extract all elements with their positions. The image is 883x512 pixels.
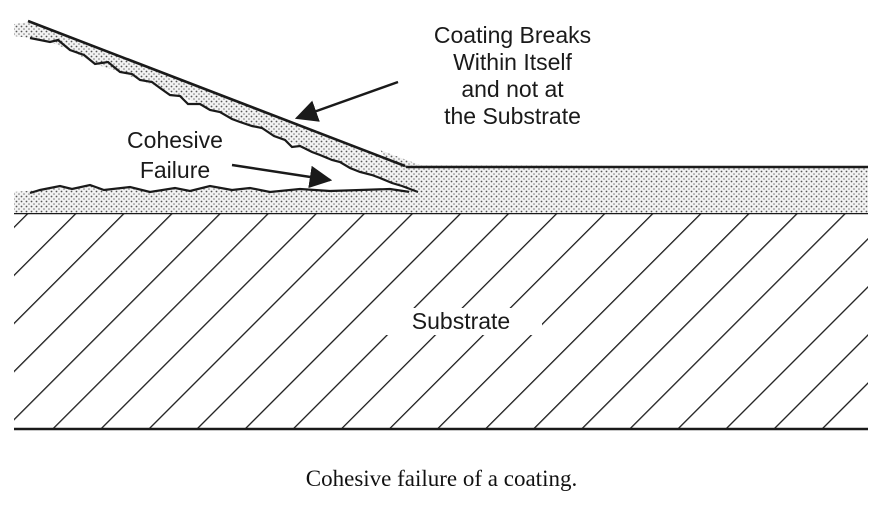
label-substrate: Substrate <box>380 308 542 335</box>
coating-peeled-fracture-edge <box>29 36 419 194</box>
label-cohesive-failure: Cohesive Failure <box>100 125 250 185</box>
coating-peeled-flap <box>14 22 418 192</box>
coating-residual-fracture-edge <box>29 183 411 195</box>
label-coating-breaks-line-1: Coating Breaks <box>433 22 592 48</box>
coating-residual-layer <box>14 185 430 213</box>
coating-intact-layer <box>380 150 868 213</box>
label-coating-breaks-line-4: the Substrate <box>444 103 581 129</box>
label-coating-breaks-line-2: Within Itself <box>453 49 572 75</box>
label-cohesive-failure-line-1: Cohesive <box>127 127 223 153</box>
arrow-cohesive-failure <box>231 163 333 189</box>
coating-peeled-top-edge <box>27 19 406 168</box>
arrow-coating-breaks <box>294 80 399 122</box>
label-coating-breaks-line-3: and not at <box>461 76 564 102</box>
label-cohesive-failure-line-2: Failure <box>139 157 211 183</box>
label-coating-breaks: Coating Breaks Within Itself and not at … <box>400 22 625 130</box>
figure-caption: Cohesive failure of a coating. <box>305 466 578 491</box>
